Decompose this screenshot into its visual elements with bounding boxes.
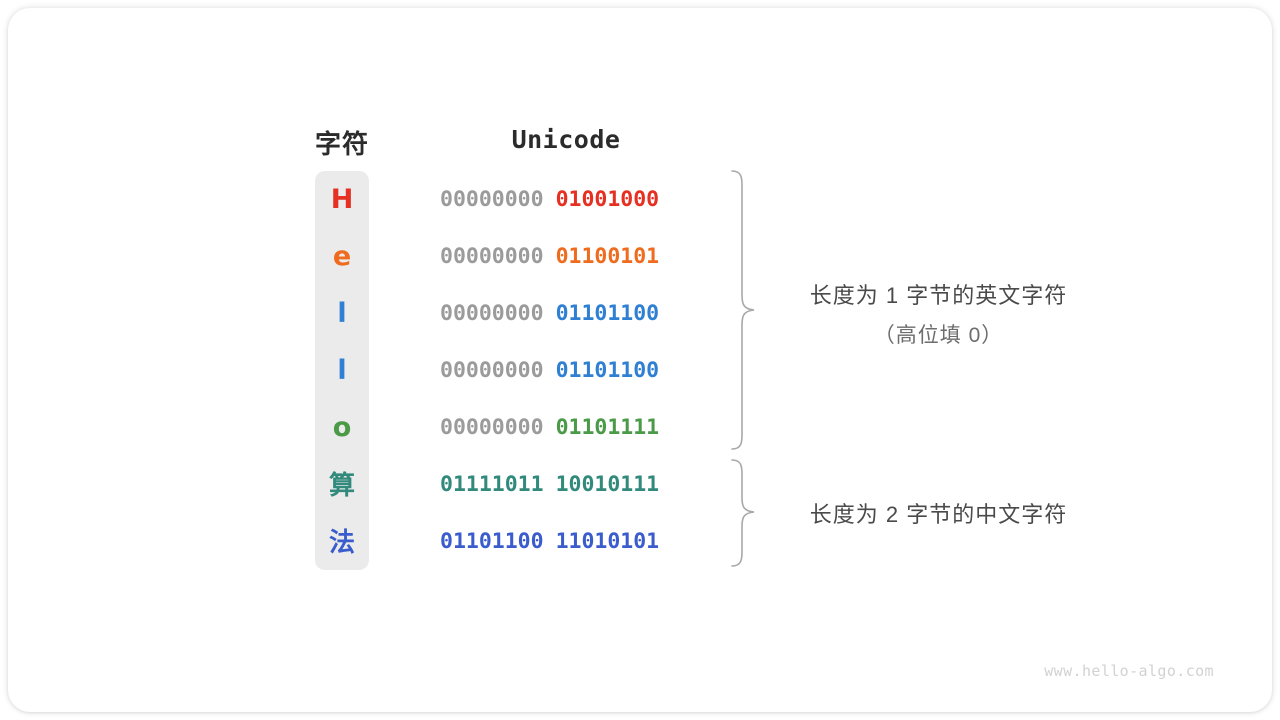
binary-low-byte-3: 01101100 <box>555 358 660 383</box>
character-cell-0: H <box>330 184 354 215</box>
annotation-single-byte: 长度为 1 字节的英文字符 （高位填 0） <box>776 278 1101 349</box>
binary-row-3: 00000000 01101100 <box>440 356 692 386</box>
column-header-character: 字符 <box>315 129 370 159</box>
binary-row-0: 00000000 01001000 <box>440 185 692 215</box>
binary-high-byte-6: 01101100 <box>440 529 544 554</box>
binary-high-byte-0: 00000000 <box>440 187 544 212</box>
brace-single-byte-group <box>730 169 756 451</box>
annotation-single-byte-line1: 长度为 1 字节的英文字符 <box>809 283 1068 308</box>
annotation-double-byte: 长度为 2 字节的中文字符 <box>776 497 1101 529</box>
column-header-unicode: Unicode <box>511 125 621 154</box>
binary-row-2: 00000000 01101100 <box>440 299 692 329</box>
binary-high-byte-5: 01111011 <box>440 472 544 497</box>
character-cell-3: l <box>337 355 347 386</box>
character-cell-1: e <box>332 241 352 272</box>
binary-low-byte-2: 01101100 <box>555 301 660 326</box>
figure-card: 字符 Unicode H e l l o 算 法 00000000 0100100… <box>8 8 1272 712</box>
binary-row-6: 01101100 11010101 <box>440 527 692 557</box>
binary-row-4: 00000000 01101111 <box>440 413 692 443</box>
binary-low-byte-6: 11010101 <box>555 529 660 554</box>
annotation-single-byte-line2: （高位填 0） <box>873 324 1004 347</box>
annotation-double-byte-line1: 长度为 2 字节的中文字符 <box>809 502 1068 527</box>
character-column-background <box>315 171 369 570</box>
character-cell-2: l <box>337 298 347 329</box>
binary-high-byte-3: 00000000 <box>440 358 544 383</box>
binary-low-byte-4: 01101111 <box>555 415 660 440</box>
brace-double-byte-group <box>730 458 756 568</box>
character-cell-6: 法 <box>328 527 355 557</box>
binary-high-byte-4: 00000000 <box>440 415 544 440</box>
binary-low-byte-1: 01100101 <box>555 244 660 269</box>
binary-row-5: 01111011 10010111 <box>440 470 692 500</box>
binary-high-byte-2: 00000000 <box>440 301 544 326</box>
binary-low-byte-0: 01001000 <box>555 187 660 212</box>
character-cell-5: 算 <box>328 470 355 500</box>
binary-high-byte-1: 00000000 <box>440 244 544 269</box>
watermark-url: www.hello-algo.com <box>1044 662 1214 680</box>
character-cell-4: o <box>332 412 352 443</box>
binary-low-byte-5: 10010111 <box>555 472 660 497</box>
binary-row-1: 00000000 01100101 <box>440 242 692 272</box>
